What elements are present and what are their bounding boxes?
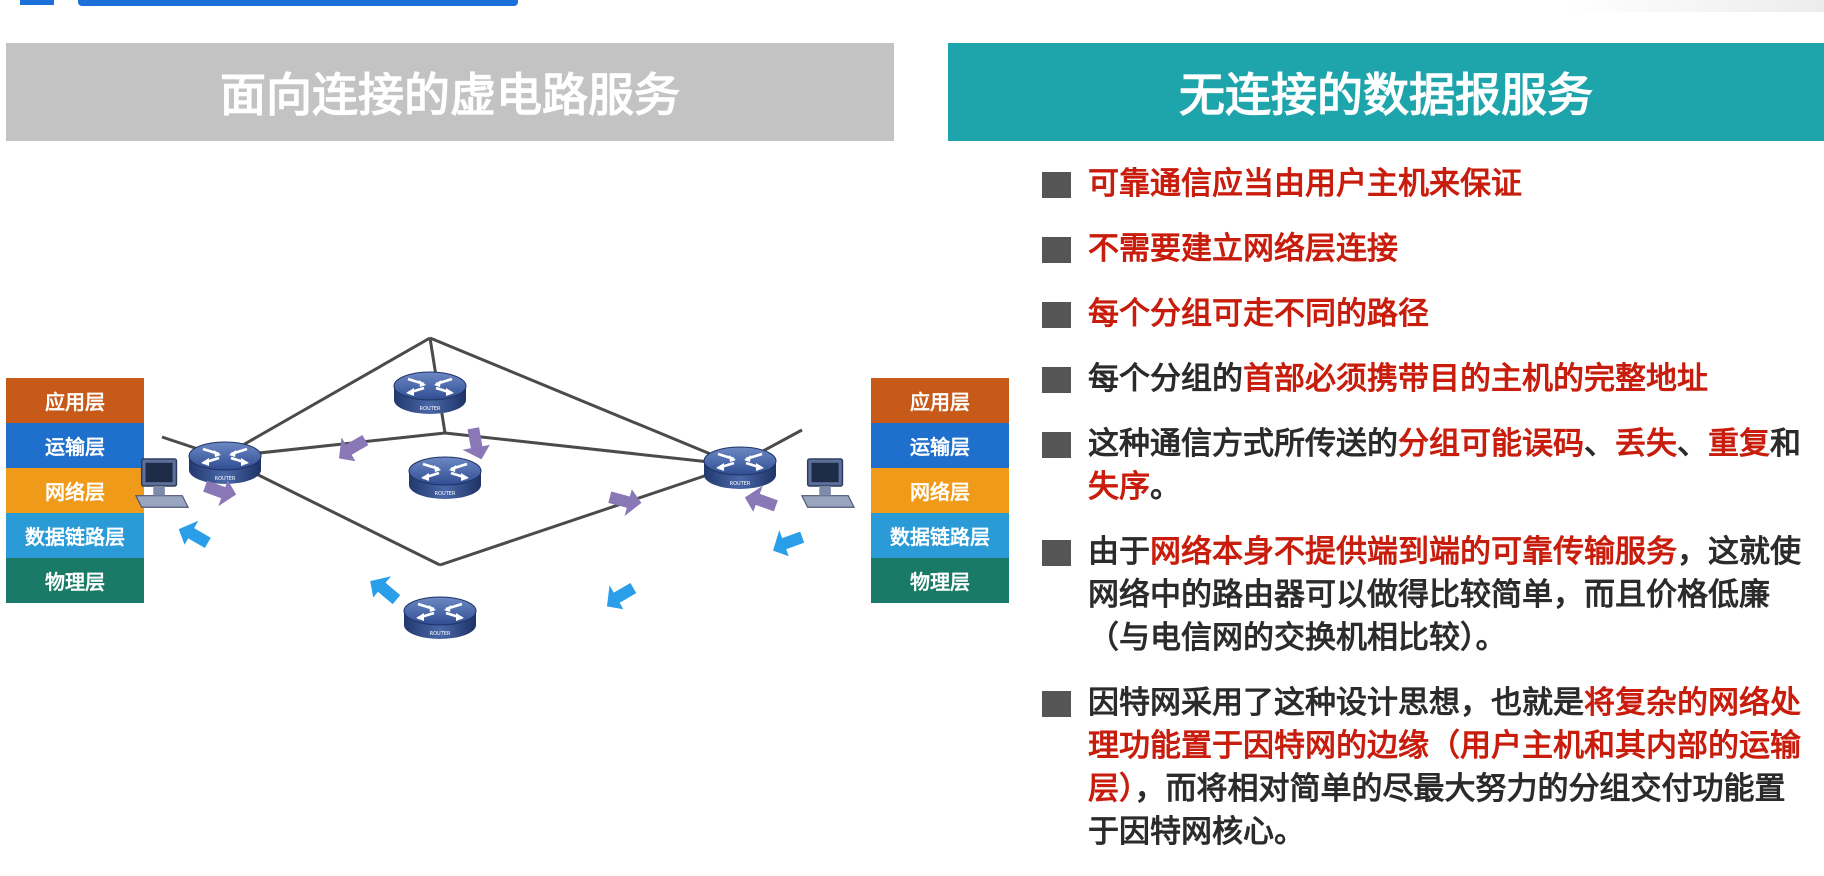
bullet-text-highlight: 重复 bbox=[1708, 426, 1770, 462]
bullet-text-highlight: 分组可能误码 bbox=[1398, 426, 1584, 462]
left-protocol-stack: 应用层 运输层 网络层 数据链路层 物理层 bbox=[6, 378, 144, 603]
layer-application: 应用层 bbox=[6, 378, 144, 423]
layer-datalink: 数据链路层 bbox=[871, 513, 1009, 558]
packet-arrow-icon bbox=[606, 484, 645, 520]
bullet-item: 每个分组的首部必须携带目的主机的完整地址 bbox=[1040, 358, 1815, 401]
top-right-shade bbox=[1564, 0, 1824, 12]
layer-network: 网络层 bbox=[6, 468, 144, 513]
bullet-square-icon bbox=[1042, 302, 1071, 328]
packet-arrow-icon bbox=[173, 514, 216, 555]
right-panel-title: 无连接的数据报服务 bbox=[1179, 68, 1593, 122]
layer-transport: 运输层 bbox=[6, 423, 144, 468]
bullet-text: 。 bbox=[1150, 469, 1181, 505]
layer-physical: 物理层 bbox=[871, 558, 1009, 603]
slide-title-strip bbox=[0, 0, 1824, 12]
left-panel-title: 面向连接的虚电路服务 bbox=[220, 68, 680, 122]
bullet-item: 由于网络本身不提供端到端的可靠传输服务，这就使网络中的路由器可以做得比较简单，而… bbox=[1040, 531, 1815, 660]
packet-arrow-icon bbox=[330, 427, 373, 468]
bullet-text: 不需要建立网络层连接 bbox=[1088, 231, 1398, 267]
layer-datalink: 数据链路层 bbox=[6, 513, 144, 558]
bullet-text-highlight: 失序 bbox=[1088, 469, 1150, 505]
bullet-text: 每个分组可走不同的路径 bbox=[1088, 296, 1429, 332]
bullet-square-icon bbox=[1042, 237, 1071, 263]
bullet-item: 可靠通信应当由用户主机来保证 bbox=[1040, 163, 1815, 206]
bullet-text: 每个分组的 bbox=[1088, 361, 1243, 397]
bullet-text-highlight: 网络本身不提供端到端的可靠传输服务 bbox=[1150, 534, 1677, 570]
bullet-item: 这种通信方式所传送的分组可能误码、丢失、重复和失序。 bbox=[1040, 423, 1815, 509]
bullet-text: 由于 bbox=[1088, 534, 1150, 570]
computer-icon bbox=[801, 458, 855, 508]
bullet-text: 、 bbox=[1584, 426, 1615, 462]
layer-transport: 运输层 bbox=[871, 423, 1009, 468]
router-icon bbox=[702, 445, 778, 491]
slide-title-accent bbox=[20, 0, 54, 5]
bullet-square-icon bbox=[1042, 172, 1071, 198]
bullet-text: 因特网采用了这种设计思想，也就是 bbox=[1088, 685, 1584, 721]
bullet-text-highlight: 将复杂的网络处理功能置于因特网的边缘（用户主机和其内部的运输层） bbox=[1088, 685, 1801, 807]
bullet-text: ，而将相对简单的尽最大努力的分组交付功能置于因特网核心。 bbox=[1088, 771, 1786, 850]
packet-arrow-icon bbox=[459, 425, 492, 463]
network-diagram: ROUTER bbox=[135, 336, 855, 641]
bullet-text: 可靠通信应当由用户主机来保证 bbox=[1088, 166, 1522, 202]
right-protocol-stack: 应用层 运输层 网络层 数据链路层 物理层 bbox=[871, 378, 1009, 603]
computer-icon bbox=[135, 458, 189, 508]
bullet-item: 因特网采用了这种设计思想，也就是将复杂的网络处理功能置于因特网的边缘（用户主机和… bbox=[1040, 682, 1815, 854]
bullet-square-icon bbox=[1042, 691, 1071, 717]
packet-arrow-icon bbox=[767, 523, 807, 561]
slide-title-cropped bbox=[78, 0, 518, 6]
right-panel-header: 无连接的数据报服务 bbox=[948, 43, 1824, 141]
bullet-list: 可靠通信应当由用户主机来保证 不需要建立网络层连接 每个分组可走不同的路径 每个… bbox=[1040, 163, 1815, 876]
bullet-square-icon bbox=[1042, 540, 1071, 566]
layer-physical: 物理层 bbox=[6, 558, 144, 603]
bullet-square-icon bbox=[1042, 432, 1071, 458]
bullet-item: 每个分组可走不同的路径 bbox=[1040, 293, 1815, 336]
left-panel-header: 面向连接的虚电路服务 bbox=[6, 43, 894, 141]
router-icon bbox=[392, 370, 468, 416]
bullet-text: ，这就使网络中的路由器可以做得比较简单，而且价格低廉（与电信网的交换机相比较）。 bbox=[1088, 534, 1801, 656]
router-icon bbox=[402, 595, 478, 641]
packet-arrow-icon bbox=[363, 568, 406, 610]
packet-arrow-icon bbox=[598, 575, 641, 616]
bullet-text: 这种通信方式所传送的 bbox=[1088, 426, 1398, 462]
layer-network: 网络层 bbox=[871, 468, 1009, 513]
blue-packet-arrows bbox=[173, 514, 807, 616]
bullet-text-highlight: 丢失 bbox=[1615, 426, 1677, 462]
purple-packet-arrows bbox=[200, 425, 781, 520]
router-icon bbox=[187, 440, 263, 486]
router-icon bbox=[407, 455, 483, 501]
bullet-item: 不需要建立网络层连接 bbox=[1040, 228, 1815, 271]
bullet-square-icon bbox=[1042, 367, 1071, 393]
bullet-text-highlight: 首部必须携带目的主机的完整地址 bbox=[1243, 361, 1708, 397]
layer-application: 应用层 bbox=[871, 378, 1009, 423]
bullet-text: 、 bbox=[1677, 426, 1708, 462]
bullet-text: 和 bbox=[1770, 426, 1801, 462]
